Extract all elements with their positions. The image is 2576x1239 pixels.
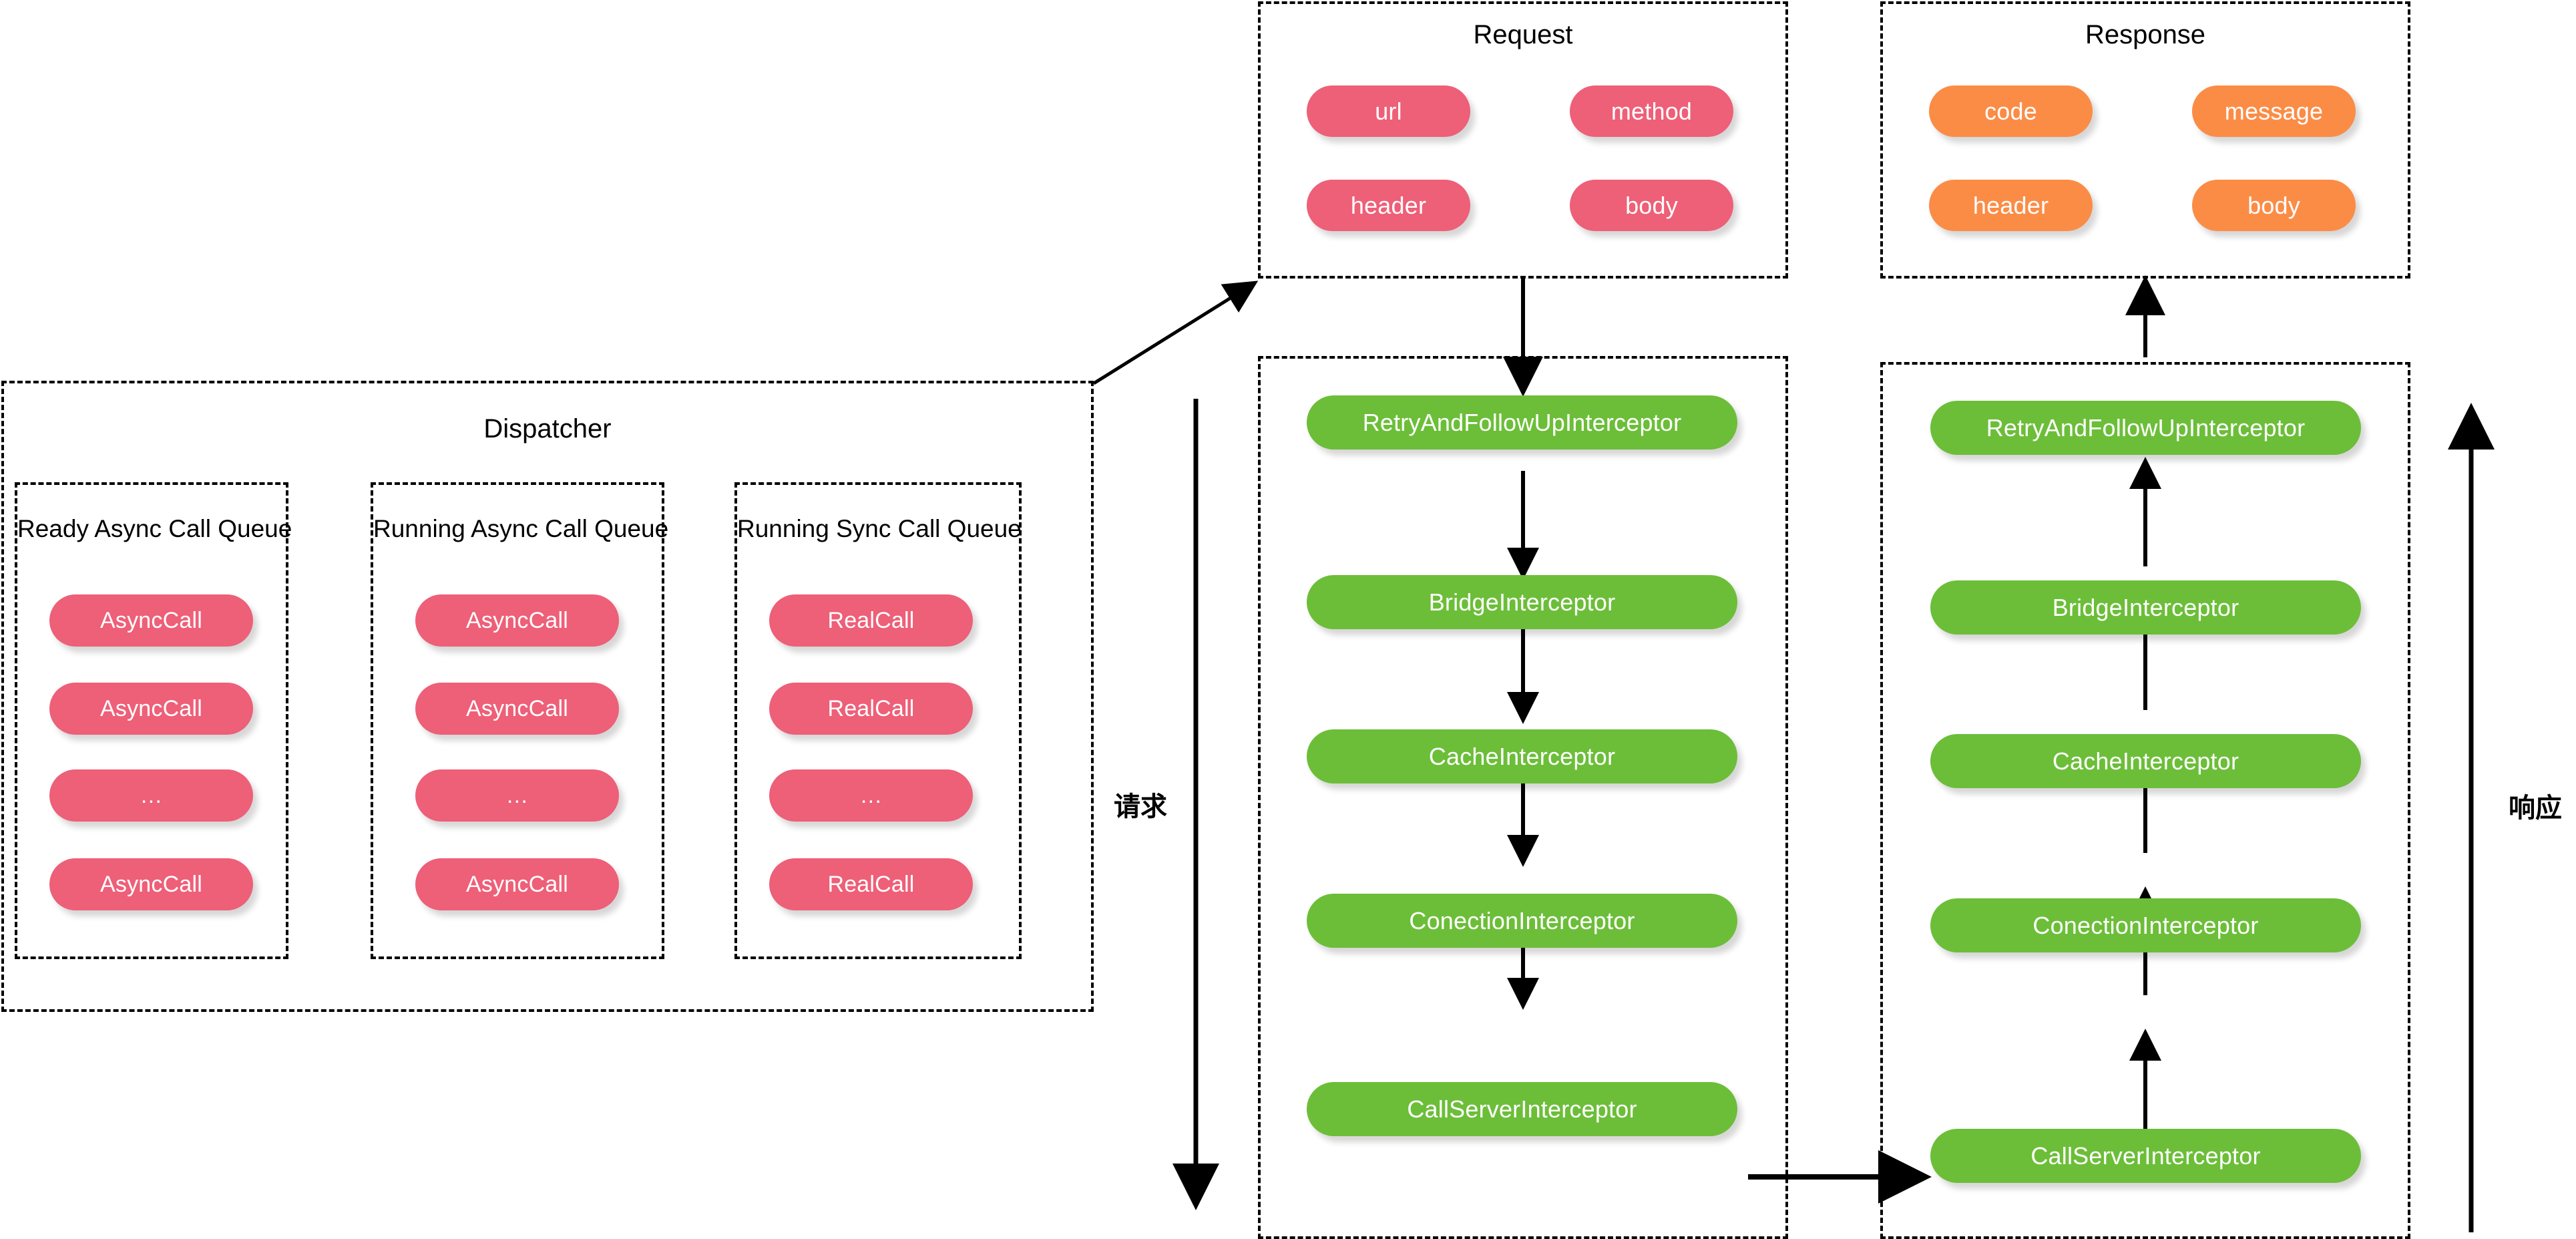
pill-label: AsyncCall	[466, 607, 568, 633]
response-interceptor-bridge[interactable]: BridgeInterceptor	[1930, 580, 2361, 635]
response-interceptor-retry[interactable]: RetryAndFollowUpInterceptor	[1930, 401, 2361, 455]
queue-title-running-sync: Running Sync Call Queue	[737, 515, 1022, 542]
response-chain-box	[1880, 362, 2410, 1239]
queue-item-ready-async-0[interactable]: AsyncCall	[49, 594, 253, 647]
pill-label: RealCall	[827, 871, 915, 897]
pill-label: …	[859, 782, 883, 808]
response-field-header[interactable]: header	[1929, 180, 2093, 231]
pill-label: body	[1625, 191, 1678, 219]
request-box: Request	[1258, 1, 1788, 279]
request-interceptor-connection[interactable]: ConectionInterceptor	[1307, 894, 1737, 948]
response-field-body[interactable]: body	[2192, 180, 2356, 231]
queue-item-running-sync-3[interactable]: RealCall	[769, 858, 973, 910]
pill-label: body	[2247, 191, 2300, 219]
pill-label: message	[2224, 97, 2324, 125]
pill-label: RetryAndFollowUpInterceptor	[1986, 413, 2306, 441]
queue-item-ready-async-3[interactable]: AsyncCall	[49, 858, 253, 910]
pill-label: CallServerInterceptor	[2030, 1141, 2261, 1170]
queue-item-running-async-0[interactable]: AsyncCall	[415, 594, 619, 647]
request-field-url[interactable]: url	[1307, 85, 1470, 137]
request-interceptor-bridge[interactable]: BridgeInterceptor	[1307, 575, 1737, 629]
pill-label: AsyncCall	[466, 695, 568, 721]
queue-item-ready-async-1[interactable]: AsyncCall	[49, 683, 253, 735]
pill-label: method	[1611, 97, 1693, 125]
queue-item-running-async-3[interactable]: AsyncCall	[415, 858, 619, 910]
request-interceptor-cache[interactable]: CacheInterceptor	[1307, 729, 1737, 783]
pill-label: AsyncCall	[466, 871, 568, 897]
flow-label-response: 响应	[2509, 793, 2562, 823]
pill-label: CacheInterceptor	[2052, 747, 2239, 775]
pill-label: CacheInterceptor	[1428, 742, 1616, 770]
pill-label: CallServerInterceptor	[1407, 1095, 1637, 1123]
queue-title-running-async: Running Async Call Queue	[373, 515, 669, 542]
queue-item-running-async-2[interactable]: …	[415, 769, 619, 822]
pill-label: RetryAndFollowUpInterceptor	[1362, 408, 1682, 436]
pill-label: ConectionInterceptor	[2032, 911, 2259, 939]
pill-label: url	[1375, 97, 1402, 125]
pill-label: …	[140, 782, 163, 808]
queue-box-running-async: Running Async Call Queue	[371, 482, 669, 959]
dispatcher-title: Dispatcher	[483, 414, 612, 444]
pill-label: RealCall	[827, 695, 915, 721]
queue-box-ready-async: Ready Async Call Queue	[15, 482, 292, 959]
queue-title-ready-async: Ready Async Call Queue	[17, 515, 292, 542]
response-interceptor-cache[interactable]: CacheInterceptor	[1930, 734, 2361, 788]
request-field-method[interactable]: method	[1570, 85, 1733, 137]
request-field-body[interactable]: body	[1570, 180, 1733, 231]
pill-label: header	[1350, 191, 1427, 219]
queue-item-running-sync-2[interactable]: …	[769, 769, 973, 822]
queue-box-running-sync: Running Sync Call Queue	[734, 482, 1022, 959]
queue-item-ready-async-2[interactable]: …	[49, 769, 253, 822]
pill-label: AsyncCall	[100, 871, 202, 897]
response-interceptor-connection[interactable]: ConectionInterceptor	[1930, 898, 2361, 952]
pill-label: AsyncCall	[100, 607, 202, 633]
request-interceptor-callserver[interactable]: CallServerInterceptor	[1307, 1082, 1737, 1136]
queue-item-running-async-1[interactable]: AsyncCall	[415, 683, 619, 735]
pill-label: BridgeInterceptor	[2052, 593, 2239, 621]
request-title: Request	[1473, 20, 1573, 49]
pill-label: …	[505, 782, 529, 808]
queue-item-running-sync-1[interactable]: RealCall	[769, 683, 973, 735]
pill-label: AsyncCall	[100, 695, 202, 721]
response-title: Response	[2085, 20, 2206, 49]
pill-label: BridgeInterceptor	[1428, 588, 1616, 616]
arrow-dispatcher-to-request	[1092, 281, 1259, 385]
response-box: Response	[1880, 1, 2410, 279]
pill-label: RealCall	[827, 607, 915, 633]
request-interceptor-retry[interactable]: RetryAndFollowUpInterceptor	[1307, 395, 1737, 450]
flow-label-request: 请求	[1114, 792, 1167, 822]
request-chain-box	[1258, 356, 1788, 1239]
response-field-message[interactable]: message	[2192, 85, 2356, 137]
response-field-code[interactable]: code	[1929, 85, 2093, 137]
queue-item-running-sync-0[interactable]: RealCall	[769, 594, 973, 647]
pill-label: header	[1972, 191, 2049, 219]
pill-label: code	[1984, 97, 2037, 125]
response-interceptor-callserver[interactable]: CallServerInterceptor	[1930, 1129, 2361, 1183]
pill-label: ConectionInterceptor	[1409, 906, 1635, 934]
dispatcher-box: Dispatcher	[1, 381, 1094, 1012]
request-field-header[interactable]: header	[1307, 180, 1470, 231]
